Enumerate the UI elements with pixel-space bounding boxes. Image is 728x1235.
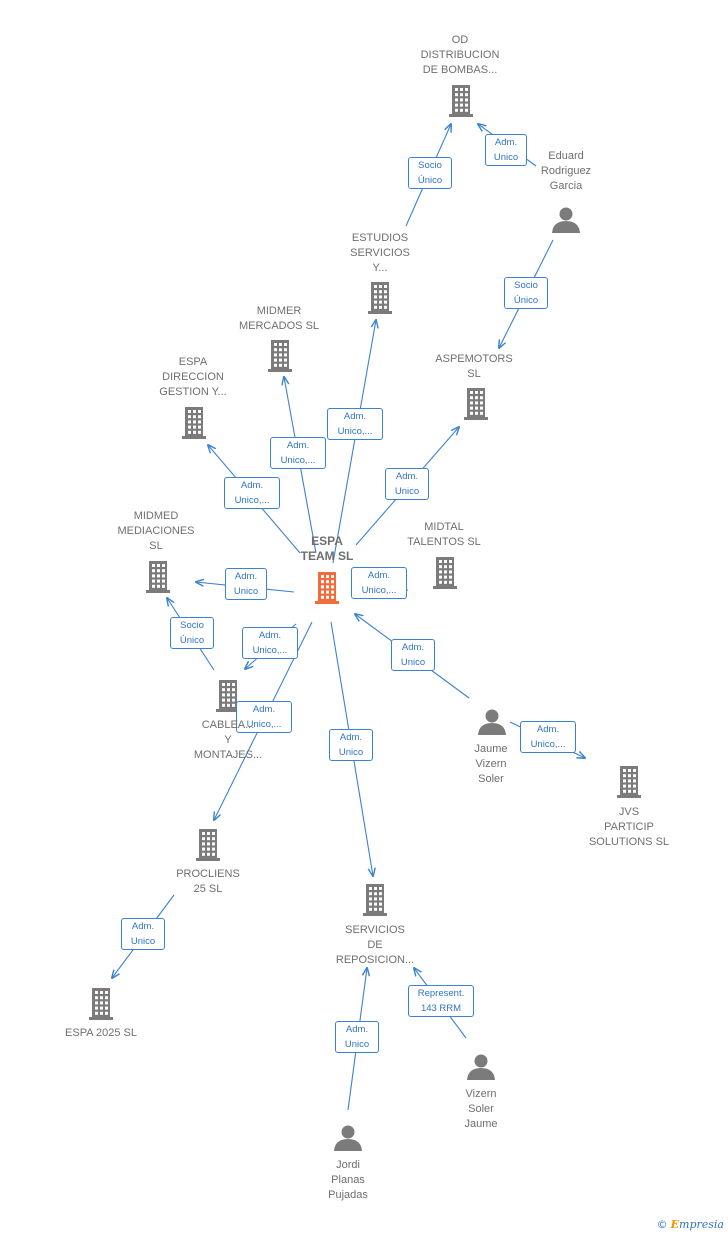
- building-icon[interactable]: [146, 561, 170, 593]
- person-icon[interactable]: [334, 1125, 362, 1152]
- node-label-eduard[interactable]: Eduard Rodriguez Garcia: [540, 150, 592, 192]
- brand-initial: E: [670, 1218, 680, 1231]
- building-icon[interactable]: [433, 557, 457, 589]
- edge-label-estudios-od_distribucion[interactable]: Socio Único: [408, 157, 452, 189]
- node-label-aspemotors[interactable]: ASPEMOTORS SL: [435, 353, 513, 380]
- building-icon[interactable]: [268, 340, 292, 372]
- building-icon[interactable]: [182, 407, 206, 439]
- edge-line-espa_team-estudios: [332, 320, 376, 564]
- edge-label-vizern-servicios[interactable]: Represent. 143 RRM: [408, 985, 474, 1017]
- edge-label-jordi-servicios[interactable]: Adm. Unico: [335, 1021, 379, 1053]
- building-icon[interactable]: [89, 988, 113, 1020]
- node-label-midtal[interactable]: MIDTAL TALENTOS SL: [407, 521, 481, 548]
- node-label-espa2025[interactable]: ESPA 2025 SL: [65, 1027, 137, 1039]
- node-label-estudios[interactable]: ESTUDIOS SERVICIOS Y...: [350, 232, 410, 274]
- building-icon[interactable]: [363, 884, 387, 916]
- node-label-vizern[interactable]: Vizern Soler Jaume: [464, 1088, 498, 1130]
- edge-label-espa_team-espa_direccion[interactable]: Adm. Unico,...: [224, 477, 280, 509]
- edge-label-espa_team-midmed[interactable]: Adm. Unico: [225, 568, 267, 600]
- node-label-espa_team[interactable]: ESPA TEAM SL: [300, 534, 354, 563]
- building-icon[interactable]: [216, 680, 240, 712]
- building-icon[interactable]: [368, 282, 392, 314]
- node-label-midmed[interactable]: MIDMED MEDIACIONES SL: [117, 510, 195, 552]
- node-label-cableados[interactable]: CABLEA... Y MONTAJES...: [193, 719, 263, 761]
- edge-label-espa_team-midmer[interactable]: Adm. Unico,...: [270, 437, 326, 469]
- edge-label-procliens-espa2025[interactable]: Adm. Unico: [121, 918, 165, 950]
- node-label-servicios[interactable]: SERVICIOS DE REPOSICION...: [335, 924, 415, 966]
- edge-label-cableados-midmed[interactable]: Socio Único: [170, 617, 214, 649]
- node-label-midmer[interactable]: MIDMER MERCADOS SL: [238, 305, 320, 332]
- person-icon[interactable]: [478, 709, 506, 736]
- edge-label-espa_team-cableados[interactable]: Adm. Unico,...: [242, 627, 298, 659]
- node-label-jaume[interactable]: Jaume Vizern Soler: [474, 743, 508, 785]
- edge-label-eduard-od_distribucion[interactable]: Adm. Unico: [485, 134, 527, 166]
- node-label-procliens[interactable]: PROCLIENS 25 SL: [176, 868, 240, 895]
- edge-label-espa_team-estudios[interactable]: Adm. Unico,...: [327, 408, 383, 440]
- edge-label-espa_team-procliens[interactable]: Adm. Unico,...: [236, 701, 292, 733]
- edge-label-midtal-espa_team[interactable]: Adm. Unico,...: [351, 567, 407, 599]
- node-label-jordi[interactable]: Jordi Planas Pujadas: [328, 1159, 368, 1201]
- edge-label-espa_team-servicios[interactable]: Adm. Unico: [329, 729, 373, 761]
- person-icon[interactable]: [552, 207, 580, 234]
- brand-name: mpresia: [679, 1218, 724, 1231]
- edge-label-espa_team-aspemotors[interactable]: Adm. Unico: [385, 468, 429, 500]
- edge-label-eduard-aspemotors[interactable]: Socio Único: [504, 277, 548, 309]
- node-label-od_distribucion[interactable]: OD DISTRIBUCION DE BOMBAS...: [420, 34, 500, 76]
- building-icon[interactable]: [196, 829, 220, 861]
- building-icon[interactable]: [315, 572, 339, 604]
- building-icon[interactable]: [449, 85, 473, 117]
- building-icon[interactable]: [617, 766, 641, 798]
- edge-label-jaume-jvs[interactable]: Adm. Unico,...: [520, 721, 576, 753]
- building-icon[interactable]: [464, 388, 488, 420]
- edge-label-jaume-espa_team[interactable]: Adm. Unico: [391, 639, 435, 671]
- empresia-logo: ©Empresia: [657, 1218, 724, 1231]
- node-label-jvs[interactable]: JVS PARTICIP SOLUTIONS SL: [588, 806, 670, 848]
- person-icon[interactable]: [467, 1054, 495, 1081]
- copyright-symbol: ©: [656, 1218, 668, 1231]
- node-label-espa_direccion[interactable]: ESPA DIRECCION GESTION Y...: [159, 356, 227, 398]
